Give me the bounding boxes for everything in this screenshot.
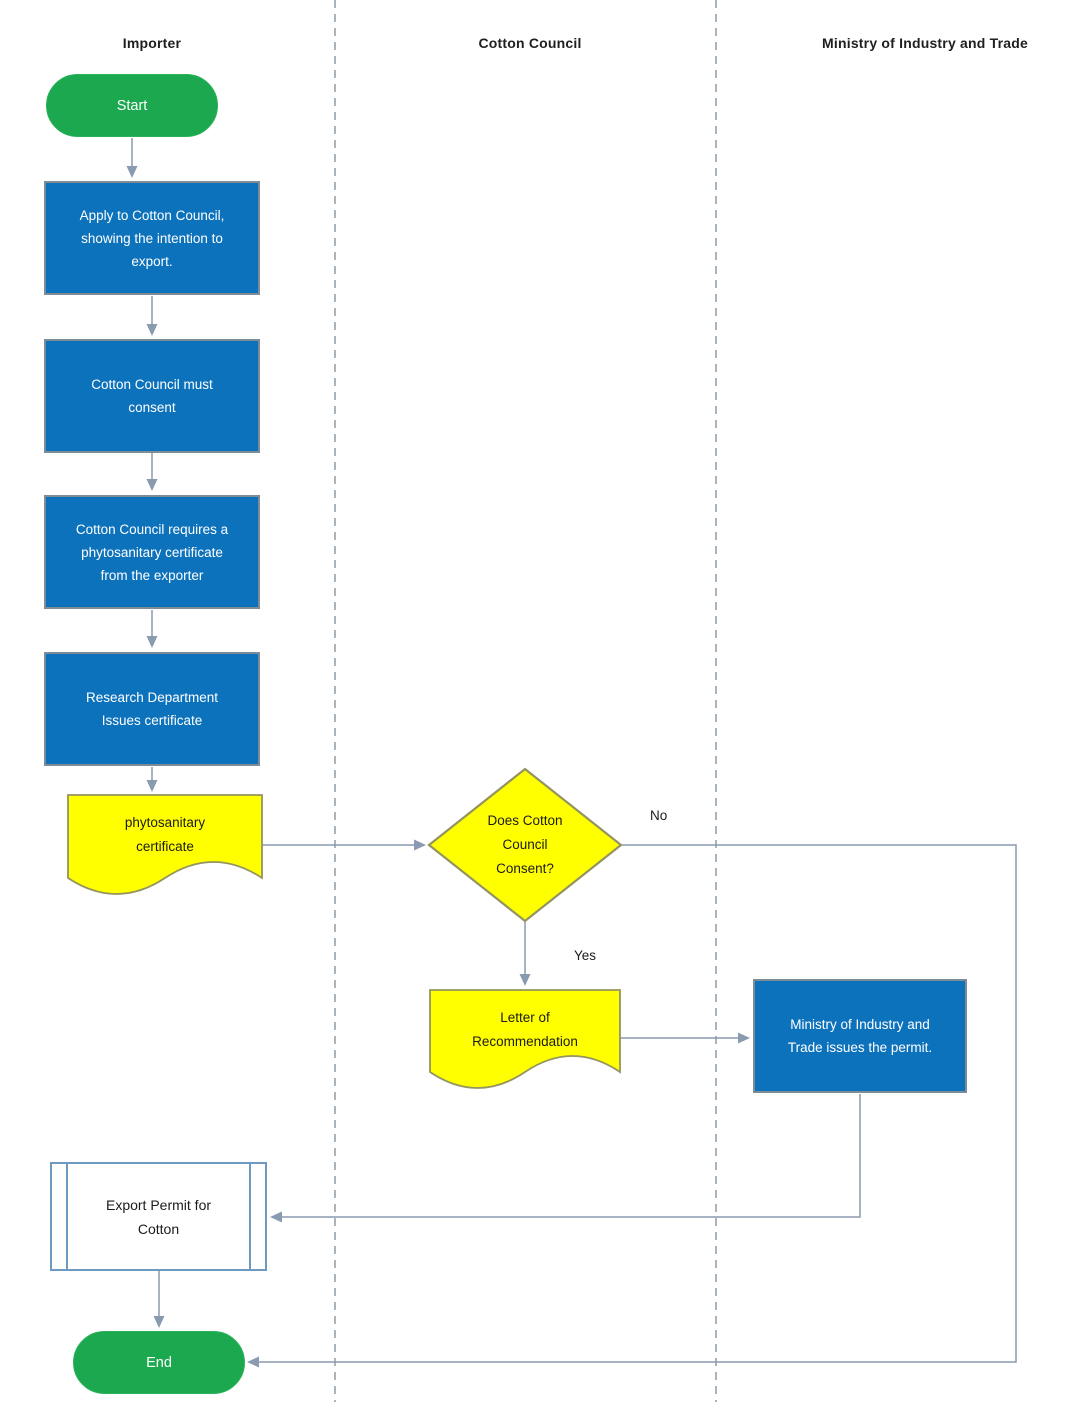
document-phytosanitary-certificate: [67, 794, 263, 895]
predefined-process-bar-right: [249, 1164, 251, 1269]
process-cotton-council-must-consent: Cotton Council must consent: [44, 339, 260, 453]
decision-label: Does Cotton Council Consent?: [487, 813, 563, 876]
terminator-start: Start: [46, 74, 218, 137]
document-letter-of-recommendation-label: Letter of Recommendation: [472, 1010, 578, 1049]
decision-does-cotton-council-consent: [427, 767, 623, 923]
edge-label-no: No: [650, 808, 668, 823]
process-requires-phytosanitary-certificate: Cotton Council requires a phytosanitary …: [44, 495, 260, 609]
terminator-end: End: [73, 1331, 245, 1394]
edge-label-yes: Yes: [574, 948, 597, 963]
document-phytosanitary-certificate-label: phytosanitary certificate: [124, 815, 206, 854]
connector-decision-no-to-end: [247, 844, 1017, 1368]
predefined-process-export-permit: Export Permit for Cotton: [50, 1162, 267, 1271]
predefined-process-label: Export Permit for Cotton: [105, 1196, 212, 1237]
lane-header-importer: Importer: [122, 35, 182, 51]
lane-header-ministry: Ministry of Industry and Trade: [822, 35, 1028, 51]
process-research-department-issues-certificate: Research Department Issues certificate: [44, 652, 260, 766]
document-letter-of-recommendation: [429, 989, 621, 1089]
connector-ministry-to-export-permit: [270, 1094, 861, 1223]
process-ministry-issues-permit: Ministry of Industry and Trade issues th…: [753, 979, 967, 1093]
process-apply-to-cotton-council: Apply to Cotton Council, showing the int…: [44, 181, 260, 295]
predefined-process-bar-left: [66, 1164, 68, 1269]
lane-header-cotton-council: Cotton Council: [478, 35, 582, 51]
